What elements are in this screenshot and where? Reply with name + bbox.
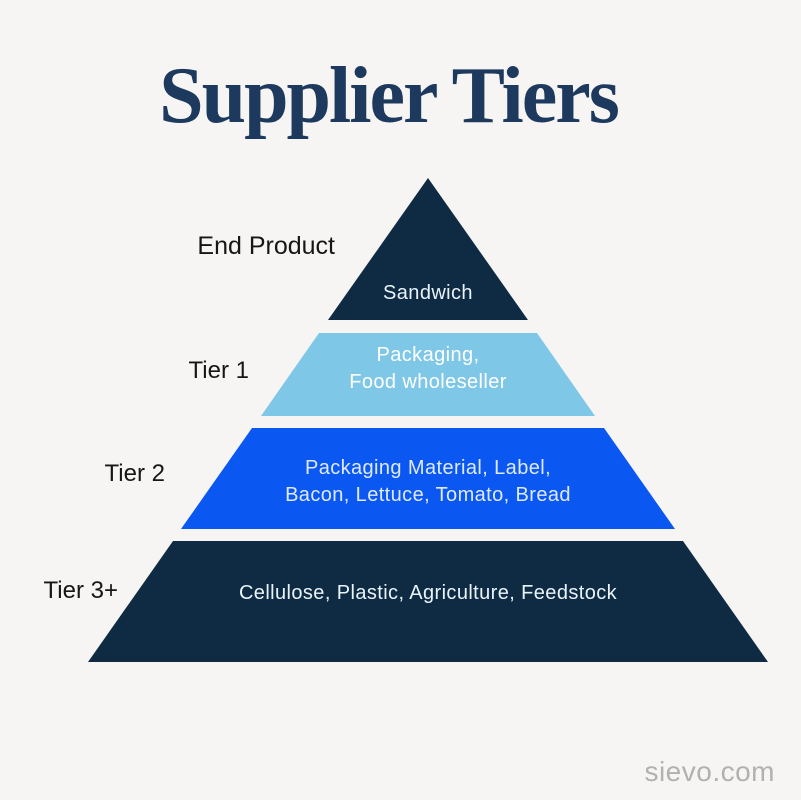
end-product-items: Sandwich — [55, 280, 801, 307]
tier-2-item-line: Packaging Material, Label, — [304, 457, 552, 479]
tier-1-item-line: Packaging, — [376, 344, 480, 366]
brand-watermark: sievo.com — [644, 756, 775, 787]
tier-1-items: Packaging, Food wholeseller — [55, 342, 801, 396]
tier-1-label: Tier 1 — [188, 357, 249, 384]
tier-3-items: Cellulose, Plastic, Agriculture, Feedsto… — [55, 580, 801, 607]
tier-3-item-line: Cellulose, Plastic, Agriculture, Feedsto… — [238, 582, 618, 604]
end-product-item-line: Sandwich — [383, 282, 473, 304]
tier-2-label: Tier 2 — [104, 460, 165, 487]
pyramid-tier-3-shape — [88, 541, 768, 662]
pyramid-end-product-shape — [328, 178, 528, 320]
tier-1-item-line: Food wholeseller — [349, 371, 507, 393]
tier-2-items: Packaging Material, Label, Bacon, Lettuc… — [55, 455, 801, 509]
end-product-label: End Product — [197, 232, 335, 260]
tier-2-item-line: Bacon, Lettuce, Tomato, Bread — [285, 484, 571, 506]
page-title: Supplier Tiers — [159, 52, 620, 140]
tier-3-label: Tier 3+ — [43, 577, 118, 604]
pyramid-tier-2-shape — [181, 428, 675, 529]
pyramid-tier-1-shape — [261, 333, 595, 416]
